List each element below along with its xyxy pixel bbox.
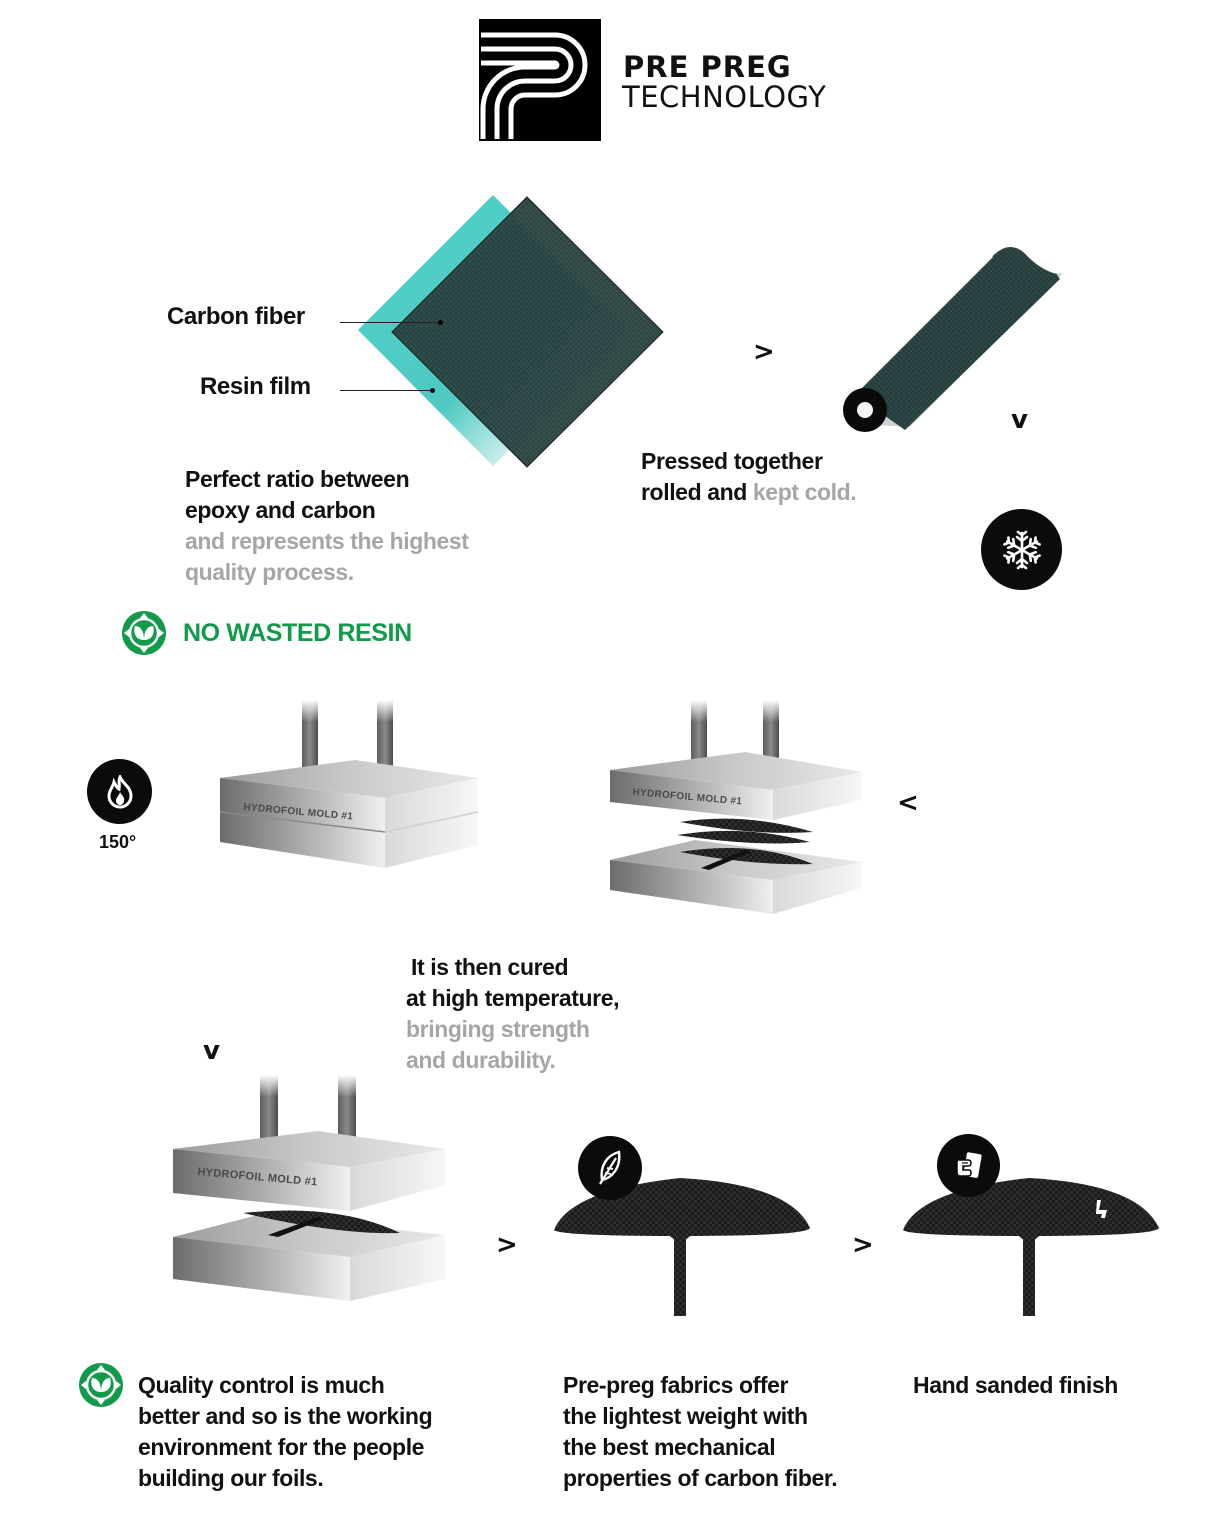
arrow-to-closed-mold: <: [897, 788, 919, 818]
arrow-to-roll: >: [753, 337, 775, 367]
feather-icon: [578, 1136, 642, 1200]
fabrics-description: Pre-preg fabrics offer the lightest weig…: [563, 1372, 838, 1491]
resin-film-leader: [340, 390, 432, 391]
brand-mark-icon: [1096, 1200, 1107, 1218]
arrow-to-finish: >: [852, 1230, 874, 1260]
snowflake-icon: [981, 509, 1062, 590]
no-wasted-resin-badge: NO WASTED RESIN: [183, 619, 412, 647]
foil-finished-illustration: [899, 1170, 1163, 1320]
resin-film-label: Resin film: [200, 373, 311, 400]
brand-logo: [479, 19, 601, 141]
hand-sanding-icon: [937, 1134, 1000, 1197]
prepreg-roll-illustration: [835, 235, 1070, 440]
demold-illustration: [168, 1075, 450, 1305]
arrow-down-1: v: [1011, 405, 1028, 435]
arrow-to-foil: >: [496, 1230, 518, 1260]
brand-title: PRE PREG: [623, 50, 792, 84]
temperature-label: 150°: [99, 832, 137, 852]
quality-control-description: Quality control is much better and so is…: [138, 1372, 433, 1491]
pre-preg-p-logo-icon: [479, 19, 601, 141]
hand-sanded-finish-label: Hand sanded finish: [913, 1372, 1118, 1398]
open-mold-layup-illustration: [605, 700, 867, 920]
step-2-description: Pressed together rolled and kept cold.: [641, 448, 857, 505]
prepreg-layers-illustration: [355, 190, 667, 475]
step-3-description: It is then cured at high temperature, br…: [406, 954, 620, 1073]
closed-mold-illustration: [215, 700, 483, 875]
carbon-fiber-layer: [392, 197, 663, 467]
carbon-fiber-leader: [340, 322, 440, 323]
arrow-down-2: v: [203, 1036, 220, 1066]
brand-subtitle: TECHNOLOGY: [622, 80, 827, 114]
eco-leaf-icon-2: [78, 1362, 124, 1408]
flame-icon: [87, 759, 152, 824]
carbon-fiber-label: Carbon fiber: [167, 303, 305, 330]
step-1-description: Perfect ratio between epoxy and carbon a…: [185, 466, 469, 585]
eco-leaf-icon: [121, 610, 167, 656]
